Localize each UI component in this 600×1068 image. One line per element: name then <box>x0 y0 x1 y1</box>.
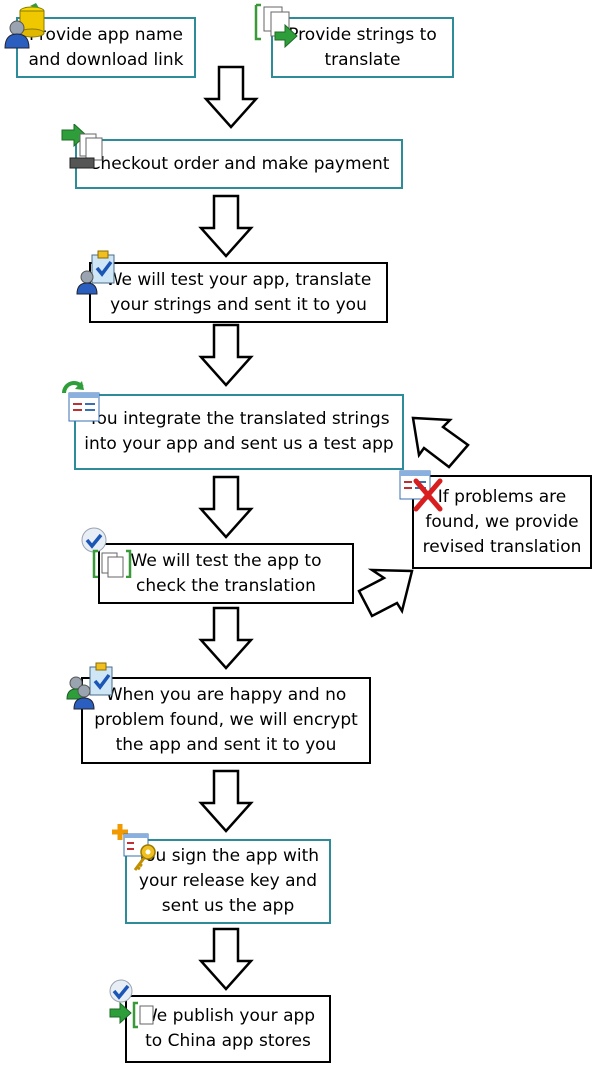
form-error-icon <box>399 470 443 512</box>
step-test-and-translate: We will test your app, translate your st… <box>89 262 388 323</box>
user-clipboard-icon <box>76 250 115 295</box>
step-provide-app-name: Provide app name and download link <box>16 17 196 78</box>
down-arrow-4 <box>198 475 254 539</box>
form-key-icon <box>112 824 156 871</box>
step-sign-app: You sign the app with your release key a… <box>125 839 331 924</box>
step-revised-translation: If problems are found, we provide revise… <box>412 475 592 569</box>
users-clipboard-icon <box>66 662 113 710</box>
step-integrate-strings: You integrate the translated strings int… <box>74 394 404 470</box>
check-documents-icon <box>109 979 154 1029</box>
down-arrow-2 <box>198 194 254 258</box>
step-encrypt-app: When you are happy and no problem found,… <box>81 677 371 764</box>
check-documents-icon <box>81 527 132 578</box>
down-arrow-6 <box>198 769 254 833</box>
down-arrow-5 <box>198 606 254 670</box>
step-checkout-order: Checkout order and make payment <box>75 139 403 189</box>
step-publish-app: We publish your app to China app stores <box>125 995 331 1063</box>
down-arrow-1 <box>203 65 259 129</box>
down-arrow-7 <box>198 927 254 991</box>
documents-arrow-icon <box>254 3 298 49</box>
step-provide-strings: Provide strings to translate <box>271 17 454 78</box>
diagonal-arrow-back-to-integrate <box>411 416 470 469</box>
user-database-icon <box>4 3 45 49</box>
documents-arrow-icon <box>61 124 103 169</box>
form-refresh-icon <box>62 381 100 422</box>
step-test-translation: We will test the app to check the transl… <box>98 543 354 604</box>
down-arrow-3 <box>198 323 254 387</box>
diagonal-arrow-to-revise <box>357 568 414 618</box>
